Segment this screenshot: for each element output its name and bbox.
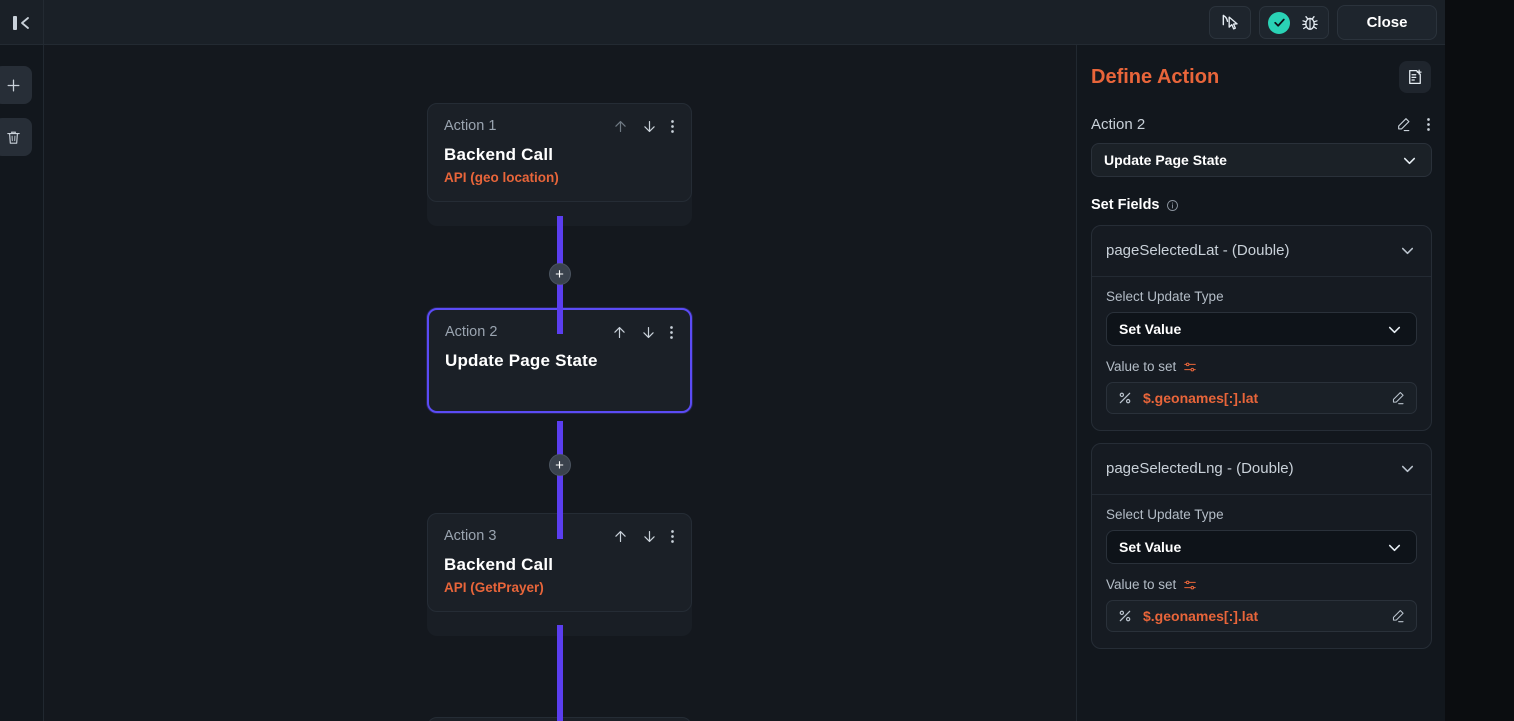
flow-node-tools	[612, 118, 675, 135]
chevron-down-icon	[1400, 151, 1419, 170]
arrow-up-icon[interactable]	[612, 118, 629, 135]
collapse-panel-icon	[12, 15, 31, 30]
update-type-select[interactable]: Set Value	[1106, 530, 1417, 564]
document-add-button[interactable]	[1399, 61, 1431, 93]
arrow-up-icon[interactable]	[612, 528, 629, 545]
add-node-button[interactable]: +	[548, 454, 571, 476]
pencil-icon[interactable]	[1395, 116, 1412, 133]
percent-icon	[1117, 390, 1133, 406]
document-add-icon	[1406, 68, 1424, 86]
page-title: Define Action	[1091, 65, 1220, 88]
percent-icon	[1117, 608, 1133, 624]
close-button[interactable]: Close	[1337, 5, 1437, 40]
update-type-value: Set Value	[1119, 321, 1182, 337]
debug-status-group[interactable]	[1259, 6, 1329, 39]
flow-node-title: Backend Call	[444, 555, 554, 574]
define-action-panel: Define Action Action 2	[1076, 45, 1445, 721]
flow-edge-3-4	[557, 625, 563, 721]
top-toolbar: Close	[0, 0, 1445, 45]
update-type-value: Set Value	[1119, 539, 1182, 555]
value-expression-input[interactable]: $.geonames[:].lat	[1106, 600, 1417, 632]
flow-node-index: Action 3	[444, 528, 497, 544]
more-vertical-icon[interactable]	[670, 118, 675, 135]
value-to-set-label: Value to set	[1106, 577, 1177, 592]
right-gutter	[1445, 0, 1514, 721]
chevron-down-icon	[1385, 320, 1404, 339]
value-to-set-row: Value to set	[1106, 577, 1417, 592]
toolbar-actions: Close	[1209, 0, 1437, 45]
arrow-down-icon[interactable]	[641, 118, 658, 135]
arrow-up-icon[interactable]	[611, 324, 628, 341]
info-icon[interactable]	[1166, 199, 1179, 212]
flow-node-title: Update Page State	[445, 351, 598, 370]
action-row-tools	[1395, 116, 1431, 133]
bug-debug-icon[interactable]	[1300, 13, 1320, 33]
action-type-select[interactable]: Update Page State	[1091, 143, 1432, 177]
action-name-row: Action 2	[1091, 116, 1431, 133]
check-circle-icon	[1268, 11, 1290, 34]
arrow-down-icon[interactable]	[641, 528, 658, 545]
field-name-value: pageSelectedLng - (Double)	[1106, 460, 1294, 477]
field-name-select[interactable]: pageSelectedLat - (Double)	[1092, 226, 1431, 277]
value-expression-text: $.geonames[:].lat	[1143, 608, 1259, 624]
flow-node-1[interactable]: Action 1 Backend Call API (geo location)…	[427, 103, 692, 285]
value-expression-text: $.geonames[:].lat	[1143, 390, 1259, 406]
arrow-down-icon[interactable]	[640, 324, 657, 341]
add-node-button[interactable]: +	[548, 263, 571, 285]
more-vertical-icon[interactable]	[669, 324, 674, 341]
flow-node-tools	[611, 324, 674, 341]
sliders-icon[interactable]	[1183, 360, 1197, 374]
flow-canvas[interactable]: Action 1 Backend Call API (geo location)…	[44, 45, 1076, 721]
field-name-value: pageSelectedLat - (Double)	[1106, 242, 1290, 259]
pencil-icon[interactable]	[1390, 608, 1406, 624]
value-to-set-label: Value to set	[1106, 359, 1177, 374]
select-cursor-icon	[1220, 13, 1240, 33]
set-field-card: pageSelectedLng - (Double) Select Update…	[1091, 443, 1432, 649]
flow-node-title: Backend Call	[444, 145, 554, 164]
delete-node-rail-button[interactable]	[0, 118, 32, 156]
chevron-down-icon	[1398, 241, 1417, 260]
left-rail	[0, 45, 44, 721]
sliders-icon[interactable]	[1183, 578, 1197, 592]
set-fields-section-label: Set Fields	[1091, 197, 1431, 213]
field-name-select[interactable]: pageSelectedLng - (Double)	[1092, 444, 1431, 495]
flow-node-subtitle: API (geo location)	[444, 170, 559, 185]
value-to-set-row: Value to set	[1106, 359, 1417, 374]
chevron-down-icon	[1385, 538, 1404, 557]
collapse-panel-button[interactable]	[0, 0, 44, 45]
update-type-label: Select Update Type	[1106, 289, 1224, 304]
action-type-value: Update Page State	[1104, 152, 1227, 168]
flow-node-index: Action 1	[444, 118, 497, 134]
flow-node-tools	[612, 528, 675, 545]
flow-edge-2-3	[557, 421, 563, 539]
pencil-icon[interactable]	[1390, 390, 1406, 406]
select-cursor-button[interactable]	[1209, 6, 1251, 39]
value-expression-input[interactable]: $.geonames[:].lat	[1106, 382, 1417, 414]
more-vertical-icon[interactable]	[1426, 116, 1431, 133]
set-field-card: pageSelectedLat - (Double) Select Update…	[1091, 225, 1432, 431]
more-vertical-icon[interactable]	[670, 528, 675, 545]
update-type-select[interactable]: Set Value	[1106, 312, 1417, 346]
action-name-label: Action 2	[1091, 116, 1146, 133]
chevron-down-icon	[1398, 459, 1417, 478]
flow-node-index: Action 2	[445, 324, 498, 340]
flow-node-2[interactable]: Action 2 Update Page State +	[427, 308, 692, 476]
set-fields-text: Set Fields	[1091, 197, 1160, 213]
panel-header: Define Action	[1091, 61, 1431, 93]
trash-icon	[5, 129, 22, 146]
update-type-label: Select Update Type	[1106, 507, 1224, 522]
add-node-rail-button[interactable]	[0, 66, 32, 104]
flow-node-subtitle: API (GetPrayer)	[444, 580, 544, 595]
plus-icon	[5, 77, 22, 94]
